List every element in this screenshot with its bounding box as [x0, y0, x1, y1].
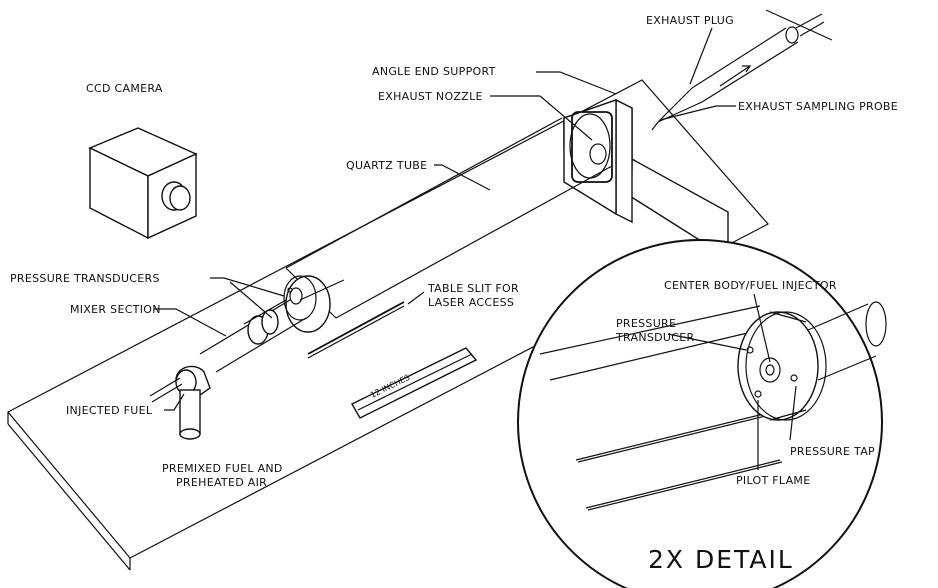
angle-end-support-label: ANGLE END SUPPORT [372, 65, 496, 78]
premixed-label-line1: PREMIXED FUEL AND [162, 462, 283, 475]
exhaust-plug-label: EXHAUST PLUG [646, 14, 734, 27]
ccd-camera-label: CCD CAMERA [86, 82, 163, 95]
detail-view: 2X DETAIL [517, 239, 887, 588]
center-body-label: CENTER BODY/FUEL INJECTOR [664, 279, 837, 292]
detail-title: 2X DETAIL [648, 545, 794, 574]
pressure-transducers-label: PRESSURE TRANSDUCERS [10, 272, 160, 285]
injected-fuel-label: INJECTED FUEL [66, 404, 153, 417]
mixer-section-label: MIXER SECTION [70, 303, 161, 316]
fuel-injector-elbow [149, 365, 211, 440]
pressure-tap-label: PRESSURE TAP [790, 445, 875, 458]
exhaust-nozzle-label: EXHAUST NOZZLE [378, 90, 483, 103]
ccd-camera [88, 127, 198, 240]
ruler: 12 INCHES [351, 347, 478, 419]
exhaust-sampling-probe-label: EXHAUST SAMPLING PROBE [738, 100, 898, 113]
optical-table [7, 79, 769, 571]
table-slit-label-line2: LASER ACCESS [428, 296, 514, 309]
exhaust-sampling-probe [651, 9, 833, 131]
table-slit-label-line1: TABLE SLIT FOR [427, 282, 519, 295]
pressure-transducer-label-line1: PRESSURE [616, 317, 676, 330]
dump-flange [283, 275, 345, 333]
pressure-transducer-label-line2: TRANSDUCER [615, 331, 695, 344]
premixed-label-line2: PREHEATED AIR [176, 476, 267, 489]
leader-lines [154, 27, 797, 470]
pilot-flame-label: PILOT FLAME [736, 474, 810, 487]
quartz-tube-label: QUARTZ TUBE [346, 159, 427, 172]
mixer-section [199, 299, 307, 373]
table-slit [307, 301, 405, 359]
